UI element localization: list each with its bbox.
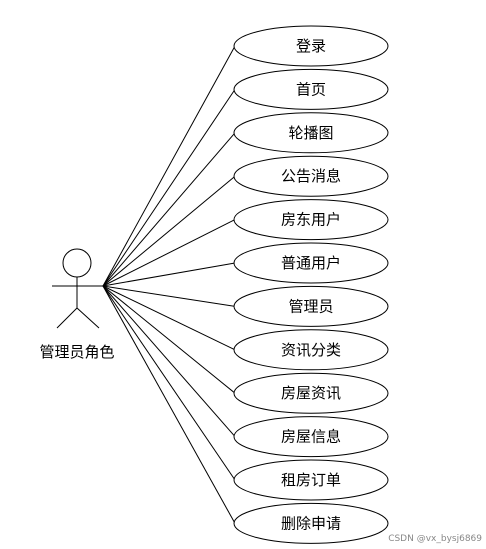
watermark: CSDN @vx_bysj6869 <box>388 534 482 544</box>
use-case-ellipse <box>233 502 389 544</box>
association-line <box>102 175 236 287</box>
use-case: 房屋信息 <box>233 416 389 458</box>
use-case-label: 删除申请 <box>281 514 341 532</box>
use-case: 轮播图 <box>233 112 389 154</box>
use-case-ellipse <box>233 329 389 371</box>
use-case: 公告消息 <box>233 155 389 197</box>
association-line <box>102 262 236 287</box>
use-case-label: 房屋信息 <box>281 428 341 446</box>
association-line <box>102 285 236 394</box>
use-case-label: 房屋资讯 <box>281 384 341 402</box>
use-case-label: 首页 <box>296 80 326 98</box>
use-case-label: 租房订单 <box>281 471 341 489</box>
use-case: 删除申请 <box>233 502 389 544</box>
use-case-ellipse <box>233 68 389 110</box>
use-case-label: 登录 <box>296 37 326 55</box>
use-case: 首页 <box>233 68 389 110</box>
use-case: 房屋资讯 <box>233 372 389 414</box>
use-cases: 登录首页轮播图公告消息房东用户普通用户管理员资讯分类房屋资讯房屋信息租房订单删除… <box>233 25 389 544</box>
association-line <box>102 285 236 481</box>
association-line <box>102 45 236 287</box>
use-case-label: 轮播图 <box>288 124 333 142</box>
use-case: 租房订单 <box>233 459 389 501</box>
use-case-ellipse <box>233 242 389 284</box>
association-line <box>102 89 236 287</box>
use-case: 房东用户 <box>233 199 389 241</box>
actor-right-leg <box>76 307 100 329</box>
use-case-ellipse <box>233 112 389 154</box>
use-case-ellipse <box>233 459 389 501</box>
association-line <box>102 285 236 524</box>
association-lines <box>102 45 236 524</box>
actor-head <box>62 248 92 278</box>
use-case-label: 房东用户 <box>281 211 341 229</box>
association-line <box>102 285 236 307</box>
actor-name: 管理员角色 <box>39 343 114 361</box>
association-line <box>102 132 236 287</box>
use-case-ellipse <box>233 416 389 458</box>
use-case: 登录 <box>233 25 389 67</box>
use-case-label: 管理员 <box>288 297 333 315</box>
use-case: 管理员 <box>233 285 389 327</box>
use-case: 资讯分类 <box>233 329 389 371</box>
use-case-ellipse <box>233 155 389 197</box>
actor-left-leg <box>56 307 78 329</box>
use-case-ellipse <box>233 285 389 327</box>
association-line <box>102 285 236 351</box>
actor: 管理员角色 <box>39 248 115 361</box>
use-case-label: 普通用户 <box>281 254 341 272</box>
association-line <box>102 219 236 287</box>
use-case: 普通用户 <box>233 242 389 284</box>
use-case-ellipse <box>233 372 389 414</box>
use-case-ellipse <box>233 25 389 67</box>
association-line <box>102 285 236 437</box>
use-case-label: 资讯分类 <box>281 341 341 359</box>
use-case-ellipse <box>233 199 389 241</box>
use-case-label: 公告消息 <box>281 167 341 185</box>
